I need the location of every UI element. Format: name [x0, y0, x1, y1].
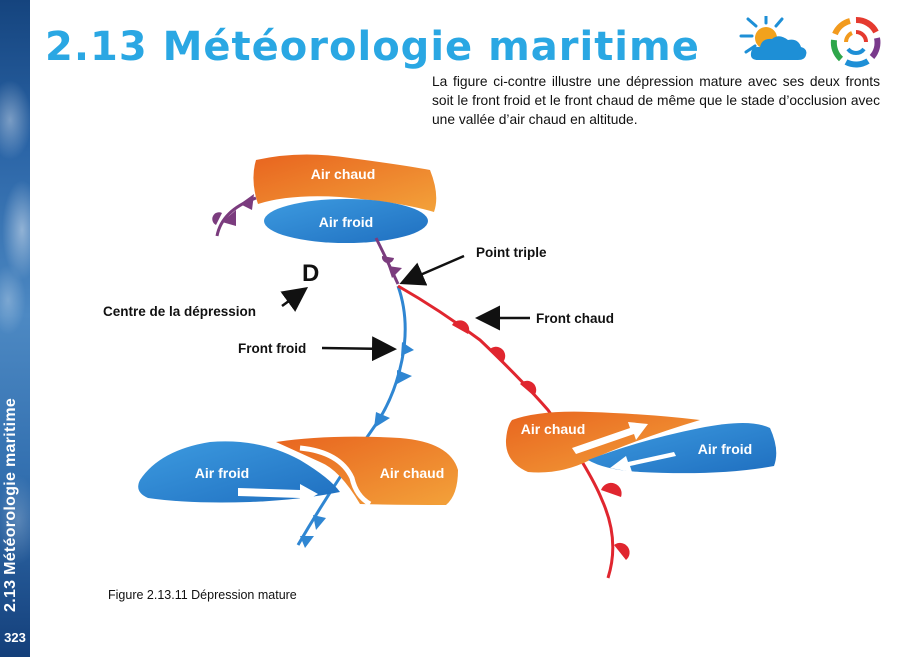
warm-front-semicircle — [452, 320, 470, 334]
left-cold-air-mass — [138, 441, 340, 503]
warm-front-semicircle — [489, 346, 506, 362]
right-warm-air-label: Air chaud — [521, 421, 586, 437]
top-warm-air-label: Air chaud — [311, 166, 376, 182]
cold-front-line — [296, 285, 407, 546]
right-cold-flow-arrow — [610, 452, 676, 472]
triple-point-label: Point triple — [476, 245, 547, 260]
figure-caption: Figure 2.13.11 Dépression mature — [108, 588, 297, 602]
cold-front-triangle — [401, 342, 414, 356]
left-warm-air-label: Air chaud — [380, 465, 445, 481]
warm-front-semicircle — [520, 380, 537, 396]
circular-arrows-logo-icon — [830, 17, 881, 68]
page-number: 323 — [4, 630, 26, 645]
top-cold-air-label: Air froid — [319, 214, 373, 230]
right-cold-air-label: Air froid — [698, 441, 752, 457]
cold-front-triangle — [374, 412, 390, 428]
cold-front-label: Front froid — [238, 341, 306, 356]
left-cold-air-label: Air froid — [195, 465, 249, 481]
left-flow-arrow — [238, 484, 318, 504]
low-pressure-symbol: D — [302, 260, 319, 287]
cold-front-triangle — [397, 370, 412, 384]
intro-paragraph: La figure ci-contre illustre une dépress… — [432, 74, 880, 127]
warm-front-semicircle — [614, 542, 630, 560]
sidebar: 2.13 Météorologie maritime 323 — [0, 0, 30, 657]
cold-front-triangle — [313, 515, 326, 530]
sidebar-background — [0, 0, 30, 657]
cold-front-arrow — [321, 336, 397, 362]
page-title: 2.13 Météorologie maritime — [45, 24, 700, 70]
right-warm-flow-arrow — [572, 422, 648, 454]
top-warm-air-mass — [253, 154, 437, 212]
left-flow-ribbon — [299, 445, 372, 507]
triple-point-arrow — [399, 254, 465, 286]
warm-front-label: Front chaud — [536, 311, 614, 326]
low-center-label: Centre de la dépression — [103, 304, 256, 319]
cold-front-triangle — [300, 536, 314, 548]
sun-cloud-icon — [739, 16, 807, 60]
low-center-arrow — [280, 287, 309, 312]
top-cold-air-mass — [264, 199, 428, 243]
warm-front-semicircle — [601, 482, 622, 497]
